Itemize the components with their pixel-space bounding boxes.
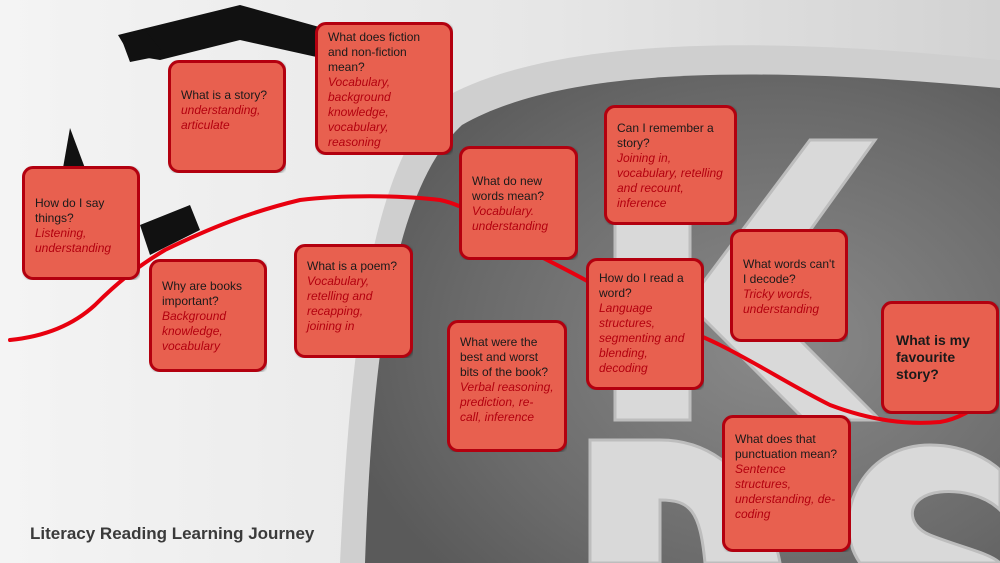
box-skills: Joining in, vocabulary, retelling and re… <box>617 151 723 210</box>
box-question: What is a poem? <box>307 259 398 273</box>
box-skills: Vocabulary. understanding <box>472 204 549 233</box>
journey-box-how-do-i-say-things: How do I say things? Listening, understa… <box>22 166 140 280</box>
box-question: What were the best and worst bits of the… <box>460 335 549 379</box>
box-skills: Vocabulary, background knowledge, vocabu… <box>328 75 391 149</box>
journey-box-favourite-story: What is my favourite story? <box>881 301 999 414</box>
box-skills: Language structures, segmenting and blen… <box>599 301 685 375</box>
box-skills: Background knowledge, vocabulary <box>162 309 227 353</box>
box-question: What is a story? <box>181 88 268 102</box>
box-skills: understanding, articulate <box>181 103 261 132</box>
box-question: How do I read a word? <box>599 271 684 300</box>
journey-box-what-is-a-poem: What is a poem? Vocabulary, retelling an… <box>294 244 413 358</box>
box-question: What is my favourite story? <box>896 332 970 382</box>
box-question: What do new words mean? <box>472 174 545 203</box>
diagram-title: Literacy Reading Learning Journey <box>30 524 315 543</box>
journey-box-remember-a-story: Can I remember a story? Joining in, voca… <box>604 105 737 225</box>
box-skills: Vocabulary, retelling and recapping, joi… <box>307 274 373 333</box>
box-skills: Verbal reasoning, prediction, re-call, i… <box>460 380 554 424</box>
box-question: How do I say things? <box>35 196 105 225</box>
box-skills: Listening, understanding <box>35 226 112 255</box>
box-question: What does that punctuation mean? <box>735 432 838 461</box>
journey-box-punctuation-mean: What does that punctuation mean? Sentenc… <box>722 415 851 552</box>
box-question: What words can't I decode? <box>743 257 835 286</box>
box-skills: Sentence structures, understanding, de-c… <box>735 462 836 521</box>
journey-box-fiction-non-fiction: What does fiction and non-fiction mean? … <box>315 22 453 155</box>
journey-box-what-is-a-story: What is a story? understanding, articula… <box>168 60 286 173</box>
box-skills: Tricky words, understanding <box>743 287 820 316</box>
journey-box-new-words-mean: What do new words mean? Vocabulary. unde… <box>459 146 578 260</box>
journey-box-why-are-books-important: Why are books important? Background know… <box>149 259 267 372</box>
journey-box-best-worst-bits: What were the best and worst bits of the… <box>447 320 567 452</box>
box-question: Can I remember a story? <box>617 121 714 150</box>
journey-box-read-a-word: How do I read a word? Language structure… <box>586 258 704 390</box>
journey-box-words-cant-decode: What words can't I decode? Tricky words,… <box>730 229 848 342</box>
box-question: What does fiction and non-fiction mean? <box>328 30 421 74</box>
box-question: Why are books important? <box>162 279 243 308</box>
